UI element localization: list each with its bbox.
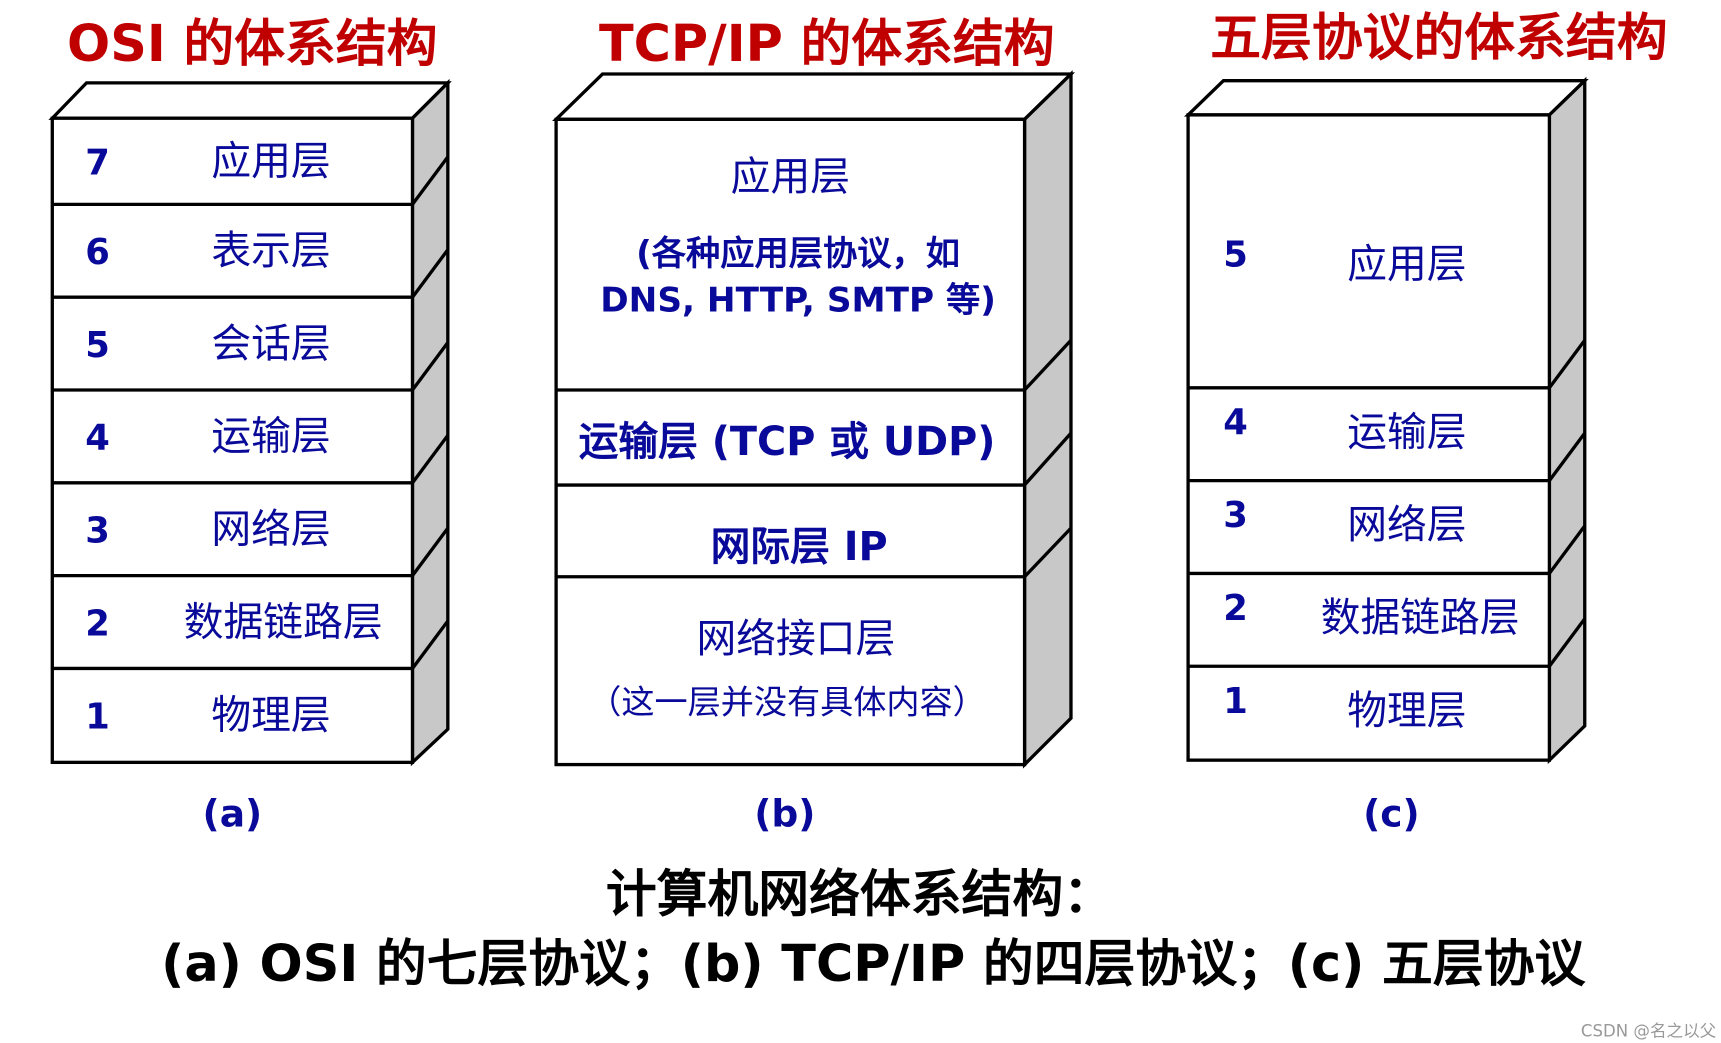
osi-layer-label: 数据链路层 <box>184 599 383 645</box>
five-layer-label: 数据链路层 <box>1321 595 1520 641</box>
osi-layer-number: 1 <box>85 697 110 738</box>
title-tcpip: TCP/IP 的体系结构 <box>599 14 1055 73</box>
tcpip-app-note-2: DNS, HTTP, SMTP 等) <box>600 281 996 321</box>
osi-layer-label: 物理层 <box>211 693 330 739</box>
watermark: CSDN @名之以父 <box>1581 1021 1716 1040</box>
five-layer-number: 4 <box>1223 402 1248 443</box>
osi-layer-number: 2 <box>85 603 110 644</box>
five-layer-number: 5 <box>1223 234 1248 275</box>
tcpip-transport-layer: 运输层 (TCP 或 UDP) <box>579 419 996 465</box>
five-layer-label: 运输层 <box>1347 409 1466 455</box>
osi-layer-number: 5 <box>85 325 110 366</box>
osi-stack: 7 应用层 6 表示层 5 会话层 4 运输层 3 网络层 2 数据链路层 1 物理层 <box>48 78 452 767</box>
label-a: (a) <box>203 791 263 835</box>
osi-layer-label: 应用层 <box>211 139 330 185</box>
tcpip-internet-layer: 网际层 IP <box>711 524 888 570</box>
caption-line-2: (a) OSI 的七层协议；(b) TCP/IP 的四层协议；(c) 五层协议 <box>161 934 1586 993</box>
five-layer-number: 2 <box>1223 588 1248 629</box>
osi-layer-number: 4 <box>85 418 110 459</box>
label-b: (b) <box>754 791 815 835</box>
label-c: (c) <box>1363 791 1420 835</box>
five-layer-stack: 5 应用层 4 运输层 3 网络层 2 数据链路层 1 物理层 <box>1184 76 1589 765</box>
title-osi: OSI 的体系结构 <box>67 14 437 73</box>
caption-line-1: 计算机网络体系结构： <box>606 865 1114 924</box>
tcpip-application-layer: 应用层 <box>731 154 850 200</box>
five-layer-label: 应用层 <box>1347 241 1466 287</box>
osi-layer-label: 会话层 <box>211 321 330 367</box>
tcpip-app-note-1: (各种应用层协议，如 <box>636 234 960 274</box>
title-five-layer: 五层协议的体系结构 <box>1210 8 1667 67</box>
tcpip-network-interface-layer: 网络接口层 <box>696 616 895 662</box>
five-layer-number: 1 <box>1223 681 1248 722</box>
five-layer-label: 网络层 <box>1347 502 1466 548</box>
osi-layer-number: 7 <box>85 143 110 184</box>
osi-layer-label: 网络层 <box>211 506 330 552</box>
osi-layer-label: 运输层 <box>211 414 330 460</box>
osi-layer-number: 3 <box>85 510 110 551</box>
five-layer-label: 物理层 <box>1347 688 1466 734</box>
tcpip-stack: 应用层 (各种应用层协议，如 DNS, HTTP, SMTP 等) 运输层 (T… <box>552 70 1076 769</box>
five-layer-number: 3 <box>1223 495 1248 536</box>
osi-layer-number: 6 <box>85 232 110 273</box>
osi-layer-label: 表示层 <box>211 228 330 274</box>
tcpip-netif-note: （这一层并没有具体内容） <box>588 683 986 722</box>
